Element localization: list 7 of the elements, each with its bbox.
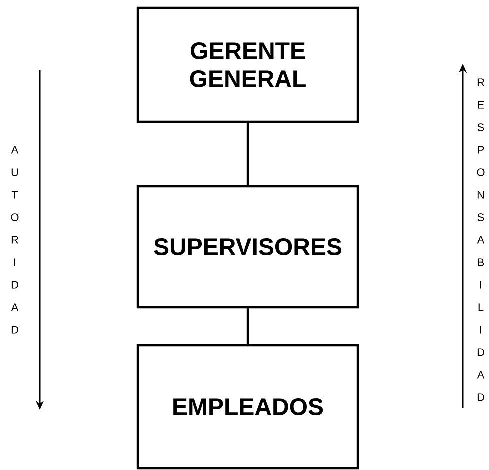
vertical-label: RESPONSABILIDAD bbox=[477, 78, 485, 402]
connector-line bbox=[246, 123, 250, 186]
org-box: SUPERVISORES bbox=[136, 185, 360, 309]
org-box: EMPLEADOS bbox=[136, 344, 360, 470]
connector-line bbox=[246, 308, 250, 344]
org-box: GERENTE GENERAL bbox=[136, 6, 360, 124]
vertical-label: AUTORIDAD bbox=[11, 146, 19, 334]
